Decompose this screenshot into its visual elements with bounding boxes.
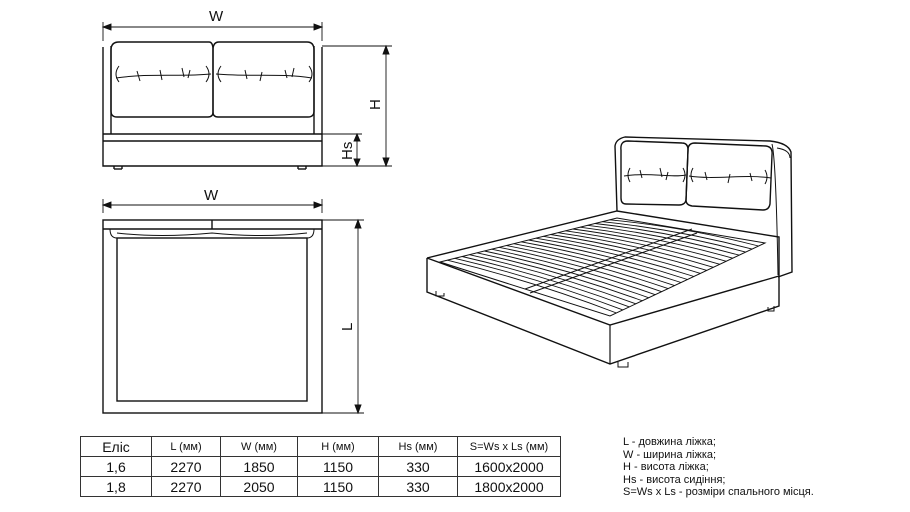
slat — [498, 246, 662, 293]
table-cell: 1,8 — [80, 476, 152, 497]
header-cell: S=Ws x Ls (мм) — [457, 436, 561, 457]
header-cell: L (мм) — [151, 436, 221, 457]
slat — [550, 234, 708, 271]
front-width-label: W — [209, 8, 224, 25]
slat — [565, 230, 720, 265]
slat — [580, 226, 733, 259]
spec-table: Еліс L (мм) W (мм) H (мм) Hs (мм) S=Ws x… — [80, 436, 561, 497]
header-cell: Еліс — [80, 436, 152, 457]
slat — [469, 254, 636, 305]
slat — [506, 245, 669, 290]
table-cell: 1150 — [297, 476, 379, 497]
table-cell: 2270 — [151, 476, 221, 497]
legend-item: Hs - висота сидіння; — [623, 473, 726, 486]
table-cell: 1600x2000 — [457, 456, 561, 477]
slat — [602, 221, 753, 250]
legend: L - довжина ліжка; W - ширина ліжка; H -… — [623, 436, 814, 499]
slat — [454, 257, 624, 311]
slat — [461, 256, 630, 308]
slat — [609, 219, 759, 247]
table-cell: 1850 — [220, 456, 298, 477]
slat — [557, 232, 714, 268]
table-cell: 330 — [378, 456, 458, 477]
mattress-slats — [447, 219, 759, 314]
front-height-label: H — [367, 99, 384, 110]
header-cell: Hs (мм) — [378, 436, 458, 457]
table-cell: 2050 — [220, 476, 298, 497]
front-view — [102, 41, 323, 170]
front-dimensions — [101, 22, 392, 168]
isometric-view — [426, 136, 793, 368]
table-row: 1,6 2270 1850 1150 330 1600x2000 — [80, 456, 561, 477]
slat — [521, 241, 682, 283]
header-cell: W (мм) — [220, 436, 298, 457]
table-cell: 1150 — [297, 456, 379, 477]
top-view — [102, 219, 323, 414]
slat — [594, 223, 746, 253]
legend-item: W - ширина ліжка; — [623, 448, 717, 461]
slat — [491, 248, 656, 296]
top-dimensions — [101, 199, 364, 415]
slat — [484, 250, 649, 299]
table-cell: 330 — [378, 476, 458, 497]
slat — [513, 243, 675, 287]
slat — [535, 237, 695, 277]
legend-item: S=Ws x Ls - розміри спального місця. — [623, 486, 814, 499]
spec-table-header: Еліс L (мм) W (мм) H (мм) Hs (мм) S=Ws x… — [80, 436, 561, 457]
table-row: 1,8 2270 2050 1150 330 1800x2000 — [80, 476, 561, 497]
header-cell: H (мм) — [297, 436, 379, 457]
slat — [572, 228, 727, 262]
slat — [528, 239, 688, 280]
table-cell: 2270 — [151, 456, 221, 477]
legend-item: L - довжина ліжка; — [623, 436, 716, 448]
top-length-label: L — [339, 323, 356, 331]
front-seat-height-label: Hs — [339, 142, 356, 160]
table-cell: 1800x2000 — [457, 476, 561, 497]
top-width-label: W — [204, 187, 219, 204]
slat — [543, 235, 701, 274]
slat — [476, 252, 643, 302]
slat — [447, 259, 617, 314]
table-cell: 1,6 — [80, 456, 152, 477]
legend-item: H - висота ліжка; — [623, 461, 709, 474]
slat — [587, 224, 740, 256]
